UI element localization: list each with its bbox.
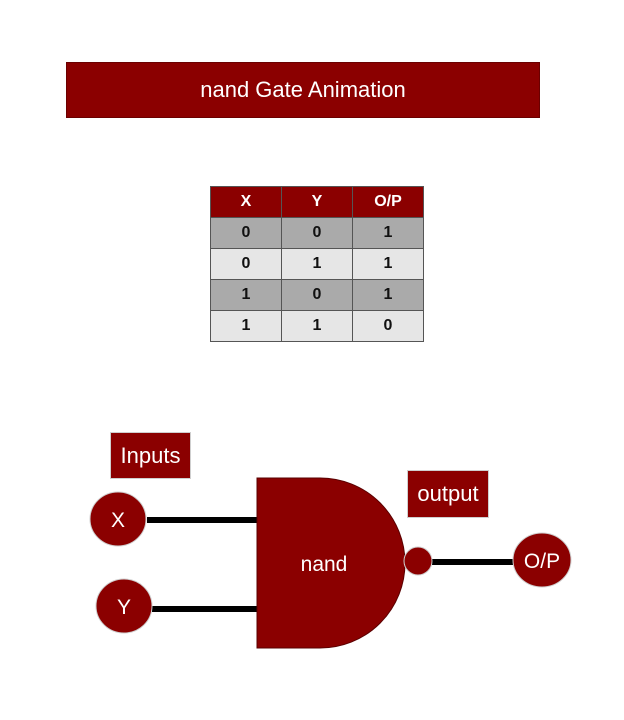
cell-y: 1	[281, 248, 353, 280]
cell-x: 1	[210, 279, 282, 311]
table-row: 0 0 1	[210, 217, 424, 249]
cell-x: 0	[210, 248, 282, 280]
cell-op: 0	[352, 310, 424, 342]
inversion-bubble	[403, 546, 433, 576]
input-y-label: Y	[117, 596, 131, 619]
input-x-label: X	[111, 509, 125, 532]
gate-label: nand	[301, 553, 348, 576]
output-node-label: O/P	[524, 550, 560, 573]
input-y-node[interactable]: Y	[95, 578, 153, 634]
table-row: 1 0 1	[210, 279, 424, 311]
inputs-label: Inputs	[110, 432, 191, 479]
output-label: output	[407, 470, 489, 518]
cell-y: 0	[281, 279, 353, 311]
cell-op: 1	[352, 279, 424, 311]
cell-op: 1	[352, 217, 424, 249]
cell-y: 1	[281, 310, 353, 342]
cell-x: 1	[210, 310, 282, 342]
table-row: 1 1 0	[210, 310, 424, 342]
cell-x: 0	[210, 217, 282, 249]
truth-table: X Y O/P 0 0 1 0 1 1 1 0 1 1 1 0	[210, 186, 424, 342]
page-title: nand Gate Animation	[66, 62, 540, 118]
table-row: 0 1 1	[210, 248, 424, 280]
header-op: O/P	[352, 186, 424, 218]
header-y: Y	[281, 186, 353, 218]
output-node: O/P	[512, 532, 572, 588]
input-x-node[interactable]: X	[89, 491, 147, 547]
cell-op: 1	[352, 248, 424, 280]
cell-y: 0	[281, 217, 353, 249]
